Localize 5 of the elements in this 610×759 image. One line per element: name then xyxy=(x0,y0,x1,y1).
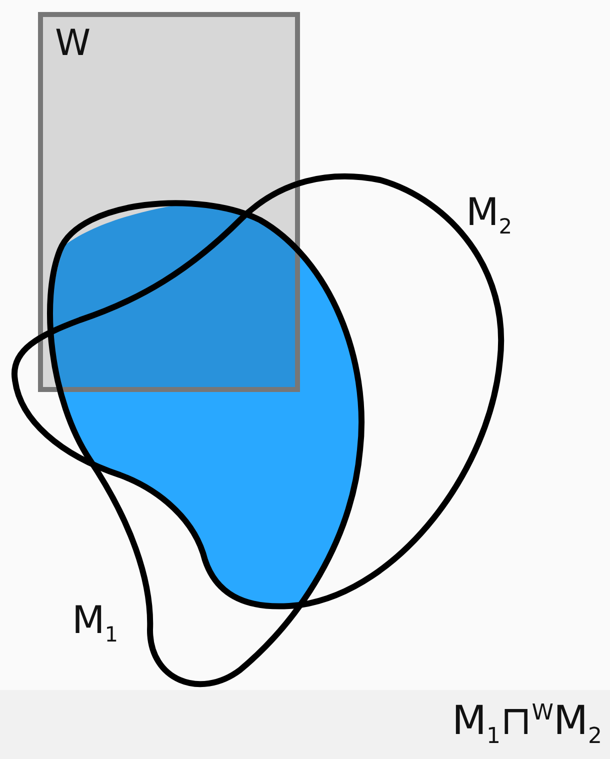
curve-label: M$_{2}$ xyxy=(466,190,512,239)
curve-label: M$_{1}$ xyxy=(72,598,118,647)
shaded-rectangle xyxy=(38,12,300,392)
caption: M$_{1}$⊓$^{W}$M$_{2}$ xyxy=(452,698,602,749)
rectangle-label: W xyxy=(55,23,91,64)
